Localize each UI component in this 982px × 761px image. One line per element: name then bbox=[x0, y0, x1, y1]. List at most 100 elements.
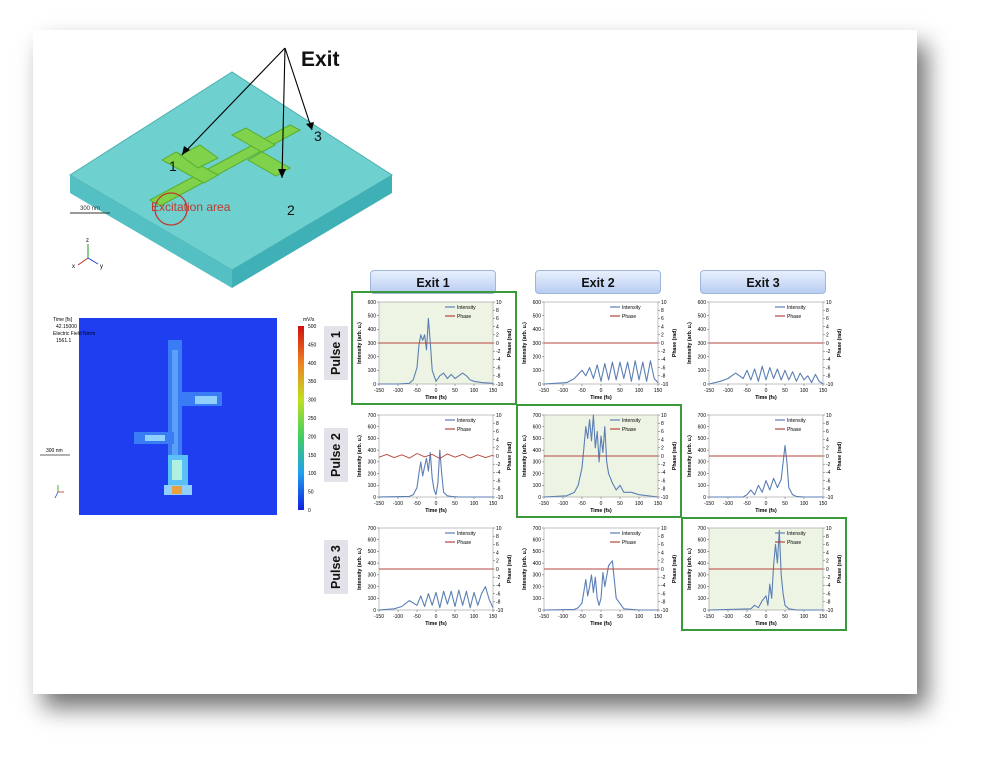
legend-label: Intensity bbox=[787, 418, 806, 424]
legend-label: Intensity bbox=[457, 531, 476, 537]
y2-tick-label: 0 bbox=[826, 341, 829, 347]
y2-tick-label: -4 bbox=[661, 470, 666, 476]
x-axis-label: Time (fs) bbox=[590, 621, 612, 627]
y2-tick-label: -10 bbox=[661, 382, 668, 388]
y2-tick-label: 0 bbox=[496, 454, 499, 460]
x-tick-label: -100 bbox=[723, 501, 733, 507]
y2-tick-label: -10 bbox=[496, 382, 503, 388]
y-tick-label: 300 bbox=[368, 573, 377, 579]
y-tick-label: 0 bbox=[538, 382, 541, 388]
x-axis-label: Time (fs) bbox=[590, 508, 612, 514]
y-tick-label: 700 bbox=[368, 413, 377, 419]
highlight-box bbox=[516, 404, 682, 518]
legend-label: Intensity bbox=[787, 305, 806, 311]
x-tick-label: 100 bbox=[470, 614, 479, 620]
excitation-label: Excitation area bbox=[151, 200, 231, 214]
y-tick-label: 200 bbox=[533, 584, 542, 590]
legend-label: Phase bbox=[457, 314, 471, 320]
x-tick-label: -150 bbox=[374, 614, 384, 620]
y-tick-label: 100 bbox=[698, 368, 707, 374]
y2-tick-label: 4 bbox=[496, 550, 499, 556]
legend-label: Phase bbox=[622, 427, 636, 433]
y-tick-label: 0 bbox=[538, 608, 541, 614]
y2-tick-label: -6 bbox=[661, 591, 666, 597]
colorbar-tick: 100 bbox=[308, 471, 317, 477]
y2-tick-label: 10 bbox=[496, 526, 502, 532]
y-tick-label: 600 bbox=[368, 425, 377, 431]
y2-tick-label: 2 bbox=[661, 559, 664, 565]
y2-tick-label: 10 bbox=[826, 526, 832, 532]
y-tick-label: 400 bbox=[533, 448, 542, 454]
y2-tick-label: 0 bbox=[496, 567, 499, 573]
y-tick-label: 300 bbox=[533, 573, 542, 579]
y-axis-label: Intensity (arb. u.) bbox=[357, 548, 363, 590]
x-tick-label: -150 bbox=[704, 614, 714, 620]
chart-svg: 0100200300400500600700-10-8-6-4-20246810… bbox=[357, 526, 513, 627]
y2-tick-label: 6 bbox=[826, 316, 829, 322]
field-map-axis-triad bbox=[54, 485, 64, 499]
y-tick-label: 400 bbox=[698, 561, 707, 567]
y2-tick-label: 8 bbox=[661, 308, 664, 314]
column-header-exit-1: Exit 1 bbox=[370, 270, 496, 294]
y2-tick-label: -8 bbox=[496, 487, 501, 493]
colorbar-tick: 150 bbox=[308, 453, 317, 459]
y-tick-label: 600 bbox=[533, 300, 542, 306]
y2-axis-label: Phase (rad) bbox=[507, 442, 513, 471]
x-tick-label: -50 bbox=[413, 501, 420, 507]
y2-tick-label: 6 bbox=[661, 316, 664, 322]
colorbar-tick: 500 bbox=[308, 324, 317, 330]
legend-label: Intensity bbox=[787, 531, 806, 537]
colorbar-tick: 400 bbox=[308, 361, 317, 367]
legend-label: Phase bbox=[622, 314, 636, 320]
x-tick-label: -100 bbox=[723, 614, 733, 620]
y-tick-label: 700 bbox=[698, 413, 707, 419]
x-tick-label: 100 bbox=[635, 388, 644, 394]
y-tick-label: 500 bbox=[533, 549, 542, 555]
y-tick-label: 100 bbox=[533, 483, 542, 489]
diagram-scale-label: 300 nm bbox=[80, 206, 100, 212]
y2-tick-label: 6 bbox=[496, 542, 499, 548]
x-axis-label: Time (fs) bbox=[425, 621, 447, 627]
y2-tick-label: -2 bbox=[496, 462, 501, 468]
y2-tick-label: -6 bbox=[826, 478, 831, 484]
y-tick-label: 100 bbox=[533, 596, 542, 602]
y-tick-label: 500 bbox=[533, 313, 542, 319]
y2-tick-label: -10 bbox=[826, 608, 833, 614]
y2-tick-label: 8 bbox=[661, 421, 664, 427]
y2-tick-label: -6 bbox=[496, 591, 501, 597]
y2-tick-label: 8 bbox=[496, 421, 499, 427]
column-header-exit-3: Exit 3 bbox=[700, 270, 826, 294]
x-tick-label: 0 bbox=[435, 614, 438, 620]
legend-label: Phase bbox=[622, 540, 636, 546]
x-tick-label: -150 bbox=[704, 501, 714, 507]
y-tick-label: 400 bbox=[533, 327, 542, 333]
y2-tick-label: 10 bbox=[661, 526, 667, 532]
legend-label: Phase bbox=[457, 540, 471, 546]
y2-tick-label: 0 bbox=[496, 341, 499, 347]
structure-diagram: 300 nm z x y bbox=[69, 47, 393, 288]
y2-tick-label: 4 bbox=[661, 437, 664, 443]
x-tick-label: -50 bbox=[578, 388, 585, 394]
y2-tick-label: -4 bbox=[496, 357, 501, 363]
y2-tick-label: 2 bbox=[826, 446, 829, 452]
x-tick-label: 150 bbox=[489, 501, 498, 507]
y2-tick-label: -6 bbox=[826, 365, 831, 371]
y-tick-label: 0 bbox=[703, 608, 706, 614]
legend-label: Phase bbox=[457, 427, 471, 433]
y-tick-label: 600 bbox=[368, 538, 377, 544]
y2-tick-label: 2 bbox=[661, 446, 664, 452]
y-tick-label: 600 bbox=[698, 538, 707, 544]
x-tick-label: -100 bbox=[558, 388, 568, 394]
x-tick-label: 50 bbox=[782, 388, 788, 394]
y2-tick-label: -4 bbox=[661, 583, 666, 589]
y-tick-label: 0 bbox=[373, 608, 376, 614]
y-tick-label: 100 bbox=[368, 368, 377, 374]
colorbar-tick: 50 bbox=[308, 490, 314, 496]
y2-axis-label: Phase (rad) bbox=[837, 442, 843, 471]
x-tick-label: 50 bbox=[782, 614, 788, 620]
field-map-hotspots bbox=[134, 340, 222, 495]
legend-label: Intensity bbox=[457, 305, 476, 311]
y2-tick-label: -8 bbox=[496, 374, 501, 380]
